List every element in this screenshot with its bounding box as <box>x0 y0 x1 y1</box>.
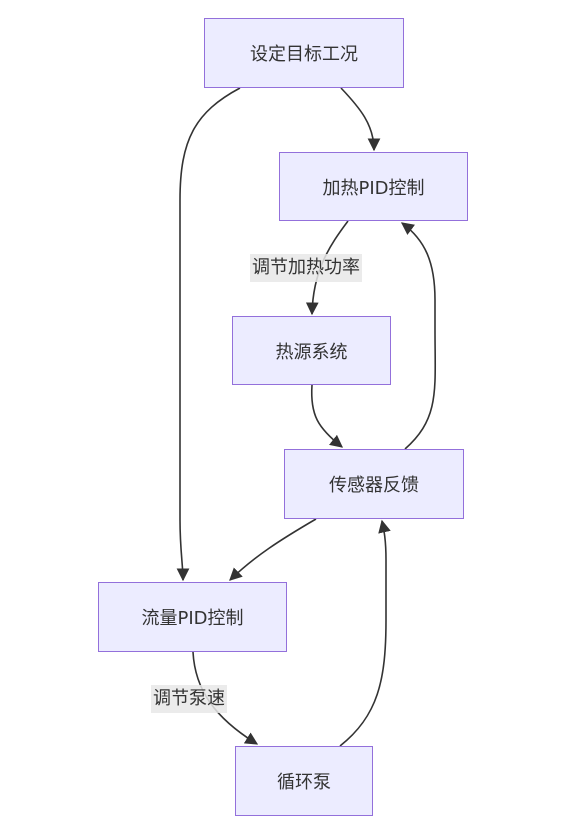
node-sensor-feedback-label: 传感器反馈 <box>329 475 419 496</box>
edge-label-pump-speed: 调节泵速 <box>151 685 227 713</box>
edge-set-to-heatpid <box>340 87 381 152</box>
node-flow-pid-label: 流量PID控制 <box>141 608 244 629</box>
node-pump-label: 循环泵 <box>277 772 331 793</box>
node-heat-source-label: 热源系统 <box>275 341 348 363</box>
node-sensor-feedback: 传感器反馈 <box>284 449 464 519</box>
edge-set-to-flowpid <box>176 87 241 582</box>
node-heat-pid: 加热PID控制 <box>279 152 468 221</box>
node-set-target-label: 设定目标工况 <box>250 44 358 65</box>
node-set-target: 设定目标工况 <box>204 18 404 88</box>
node-heat-source: 热源系统 <box>232 316 391 385</box>
node-heat-pid-label: 加热PID控制 <box>322 177 425 199</box>
edge-sensor-to-heatpid <box>400 222 437 450</box>
edge-label-heat-power: 调节加热功率 <box>250 254 362 282</box>
node-flow-pid: 流量PID控制 <box>98 582 287 652</box>
edge-heatsrc-to-sensor <box>310 384 344 448</box>
edge-sensor-to-flowpid <box>229 518 317 581</box>
edge-pump-to-sensor <box>339 519 391 747</box>
node-pump: 循环泵 <box>235 746 373 816</box>
